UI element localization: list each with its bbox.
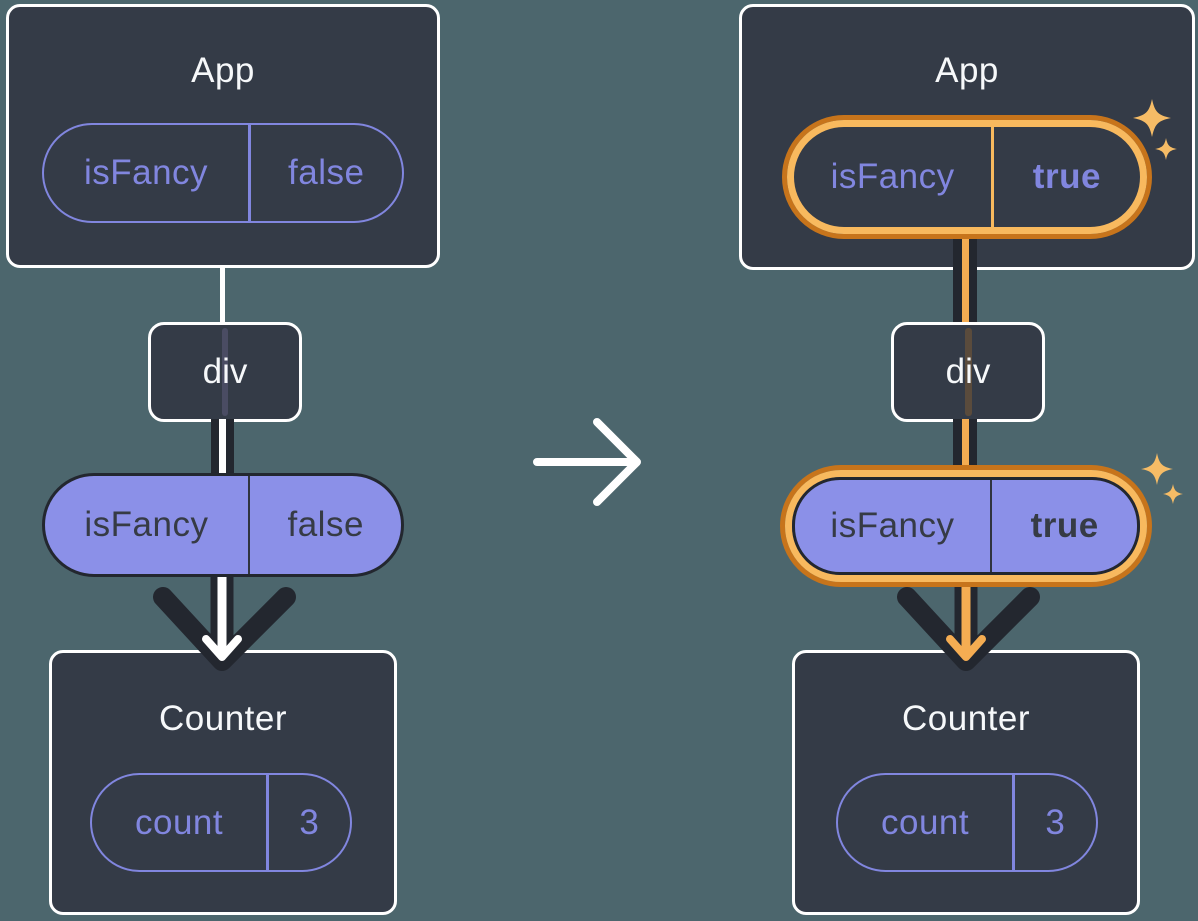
prop-name: isFancy (84, 505, 209, 544)
prop-value: true (1030, 506, 1099, 545)
component-title: App (191, 51, 255, 90)
pill-divider (1012, 775, 1015, 870)
div-node-card: div (891, 322, 1045, 422)
prop-value: false (288, 153, 365, 192)
state-value: 3 (299, 802, 320, 842)
transition-arrow-icon (533, 418, 641, 506)
passed-prop-pill: isFancy false (42, 473, 404, 577)
state-name: count (135, 802, 224, 842)
prop-name: isFancy (83, 153, 209, 192)
component-title: App (935, 51, 999, 90)
highlight-ring-inner: isFancy true (785, 470, 1147, 582)
connector-div-to-prop (211, 419, 234, 479)
sparkle-icon (1133, 99, 1177, 160)
line-behind-card (222, 328, 228, 416)
connector-app-to-div (953, 236, 977, 324)
counter-state-pill: count 3 (90, 773, 352, 872)
pill-divider (248, 125, 251, 221)
pill-divider (991, 127, 994, 227)
state-name: count (881, 802, 970, 842)
component-title: Counter (158, 699, 288, 738)
highlight-ring: isFancy true (782, 115, 1152, 239)
prop-value: true (1032, 157, 1101, 196)
line-behind-card (965, 328, 972, 416)
component-title: Counter (901, 699, 1031, 738)
div-node-card: div (148, 322, 302, 422)
connector-div-to-prop (953, 419, 977, 481)
prop-name: isFancy (830, 157, 955, 196)
highlight-ring-inner: isFancy true (787, 120, 1147, 234)
prop-value: false (287, 505, 364, 544)
div-label: div (945, 352, 991, 391)
app-prop-pill: isFancy true (794, 127, 1140, 227)
state-value: 3 (1045, 802, 1066, 842)
connector-app-to-div (220, 266, 225, 324)
counter-state-pill: count 3 (836, 773, 1098, 872)
prop-name: isFancy (830, 506, 955, 545)
highlight-ring: isFancy true (780, 465, 1152, 587)
div-label: div (202, 352, 248, 391)
pill-divider (989, 480, 993, 572)
passed-prop-pill: isFancy true (792, 477, 1140, 575)
app-prop-pill: isFancy false (42, 123, 404, 223)
pill-divider (247, 476, 251, 574)
sparkle-icon (1141, 453, 1183, 504)
pill-divider (266, 775, 269, 870)
down-arrow-icon (153, 571, 296, 671)
